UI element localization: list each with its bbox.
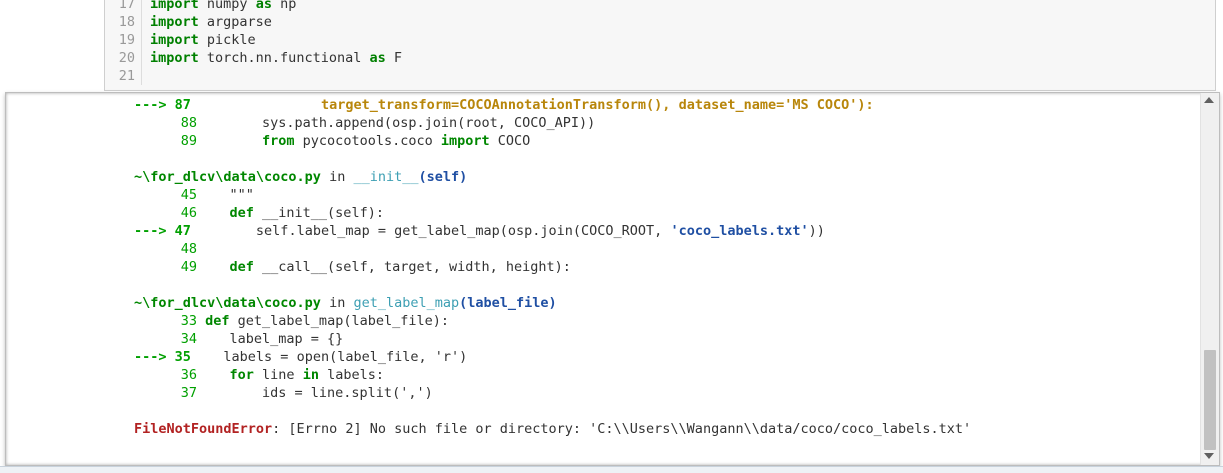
traceback-line: 36 for line in labels:: [180, 367, 384, 383]
traceback-line: ---> 87 target_transform=COCOAnnotationT…: [134, 97, 874, 113]
traceback-line: 34 label_map = {}: [180, 331, 344, 347]
traceback-output: ---> 87 target_transform=COCOAnnotationT…: [6, 93, 1196, 465]
traceback-line: 37 ids = line.split(','): [180, 385, 433, 401]
traceback-line: 49 def __call__(self, target, width, hei…: [180, 259, 571, 275]
line-number: 20: [105, 49, 142, 67]
line-number: 18: [105, 13, 142, 31]
error-message: : [Errno 2] No such file or directory: '…: [272, 421, 972, 437]
traceback-line: 48: [180, 241, 197, 257]
triangle-up-icon[interactable]: [1204, 97, 1214, 103]
output-scrollbar[interactable]: [1200, 93, 1219, 465]
scroll-thumb[interactable]: [1204, 350, 1216, 450]
file-path: ~\for_dlcv\data\coco.py: [134, 295, 321, 311]
traceback-line: ---> 47 self.label_map = get_label_map(o…: [134, 223, 825, 239]
function-link[interactable]: get_label_map: [353, 295, 460, 311]
traceback-line: ---> 35 labels = open(label_file, 'r'): [134, 349, 468, 365]
bottom-divider: [0, 466, 1223, 473]
line-number: 19: [105, 31, 142, 49]
traceback-line: 33 def get_label_map(label_file):: [180, 313, 449, 329]
triangle-down-icon[interactable]: [1204, 453, 1214, 459]
output-area[interactable]: ---> 87 target_transform=COCOAnnotationT…: [5, 92, 1220, 466]
traceback-line: 46 def __init__(self):: [180, 205, 384, 221]
error-name: FileNotFoundError: [134, 421, 273, 437]
code-line: 21: [105, 67, 150, 85]
error-line: FileNotFoundError: [Errno 2] No such fil…: [134, 420, 971, 438]
function-link[interactable]: __init__: [353, 169, 419, 185]
line-number: 21: [105, 67, 142, 85]
traceback-line: 88 sys.path.append(osp.join(root, COCO_A…: [180, 115, 596, 131]
traceback-frame-header: ~\for_dlcv\data\coco.py in get_label_map…: [134, 295, 557, 311]
traceback-line: 45 """: [180, 187, 254, 203]
file-path: ~\for_dlcv\data\coco.py: [134, 169, 321, 185]
traceback-frame-header: ~\for_dlcv\data\coco.py in __init__(self…: [134, 169, 468, 185]
traceback-line: 89 from pycocotools.coco import COCO: [180, 133, 531, 149]
line-number: 17: [105, 0, 142, 13]
